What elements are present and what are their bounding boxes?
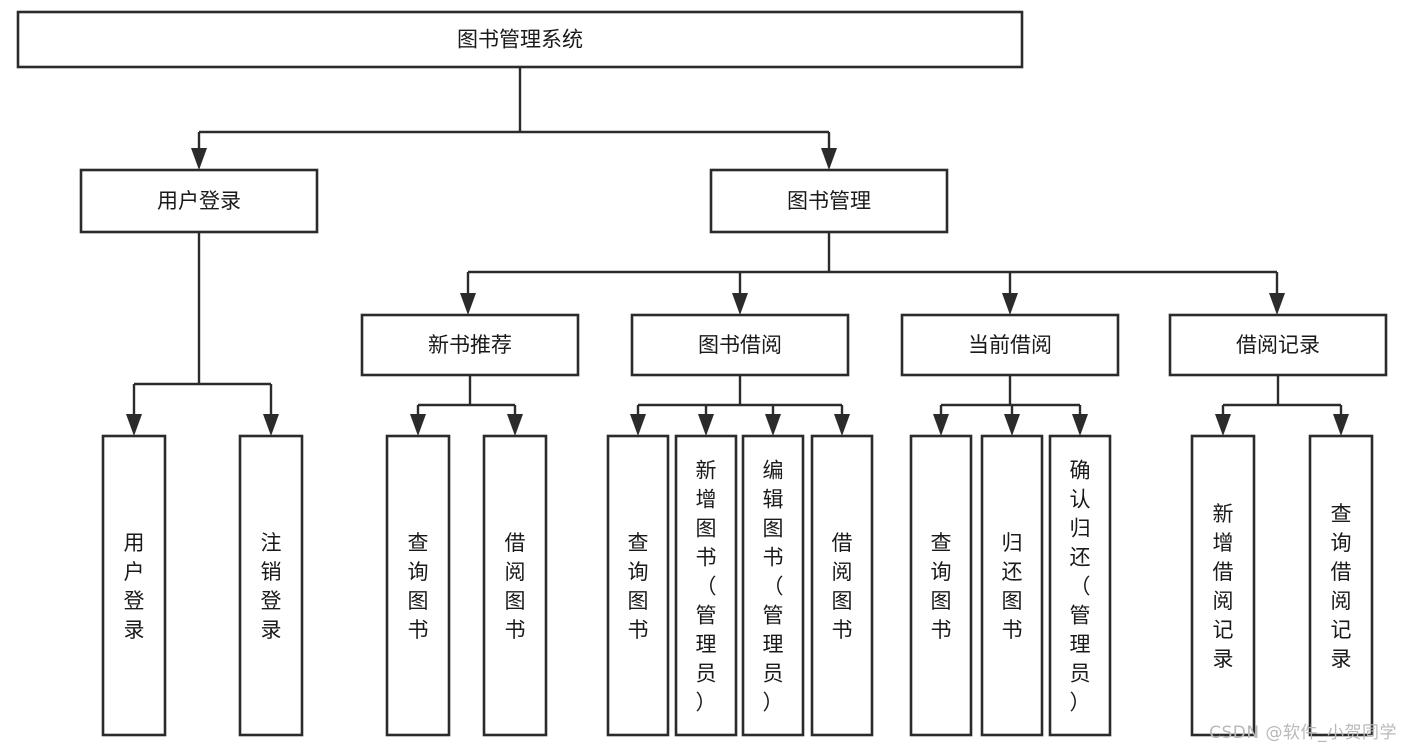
node-user-login[interactable]: 用户登录 xyxy=(79,168,319,234)
node-label: 借阅图书 xyxy=(832,531,853,642)
arrowhead-icon xyxy=(1002,293,1018,315)
node-label: 确认归还（管理员） xyxy=(1070,459,1091,715)
node-label: 新增借阅记录 xyxy=(1213,502,1234,671)
node-box-level2[interactable] xyxy=(709,168,949,234)
node-box-leaf[interactable] xyxy=(909,434,973,737)
node-box-leaf[interactable] xyxy=(101,434,167,737)
connector-root-to-level2 xyxy=(191,67,837,170)
node-leaf-query-book-borrow[interactable]: 查询图书 xyxy=(606,434,670,737)
arrowhead-icon xyxy=(698,414,714,436)
node-leaf-query-book-current[interactable]: 查询图书 xyxy=(909,434,973,737)
node-box-leaf[interactable] xyxy=(741,434,805,737)
arrowhead-icon xyxy=(1072,414,1088,436)
arrowhead-icon xyxy=(1004,414,1020,436)
node-root[interactable]: 图书管理系统 xyxy=(16,10,1024,69)
node-leaf-query-borrow-record[interactable]: 查询借阅记录 xyxy=(1308,434,1374,737)
node-box-leaf[interactable] xyxy=(606,434,670,737)
node-leaf-borrow-book-newbook[interactable]: 借阅图书 xyxy=(482,434,548,737)
connector-new-book-recommend-to-leaves xyxy=(410,375,523,436)
node-box-leaf[interactable] xyxy=(238,434,304,737)
arrowhead-icon xyxy=(732,293,748,315)
node-label: 借阅图书 xyxy=(505,531,526,642)
connector-user-login-to-leaves xyxy=(126,232,279,436)
arrowhead-icon xyxy=(821,148,837,170)
node-box-leaf[interactable] xyxy=(482,434,548,737)
node-leaf-add-borrow-record[interactable]: 新增借阅记录 xyxy=(1190,434,1256,737)
node-label: 图书管理 xyxy=(787,189,871,213)
node-leaf-query-book-newbook[interactable]: 查询图书 xyxy=(385,434,451,737)
node-leaf-logout-login[interactable]: 注销登录 xyxy=(238,434,304,737)
arrowhead-icon xyxy=(765,414,781,436)
arrowhead-icon xyxy=(834,414,850,436)
node-box-leaf[interactable] xyxy=(1190,434,1256,737)
node-box-root[interactable] xyxy=(16,10,1024,69)
node-box-level2[interactable] xyxy=(79,168,319,234)
node-leaf-user-login[interactable]: 用户登录 xyxy=(101,434,167,737)
arrowhead-icon xyxy=(1333,414,1349,436)
node-box-leaf[interactable] xyxy=(674,434,738,737)
node-label: 用户登录 xyxy=(124,531,145,642)
node-leaf-edit-book-admin[interactable]: 编辑图书（管理员） xyxy=(741,434,805,737)
node-box-leaf[interactable] xyxy=(980,434,1044,737)
arrowhead-icon xyxy=(126,414,142,436)
arrowhead-icon xyxy=(1215,414,1231,436)
arrowhead-icon xyxy=(263,414,279,436)
node-current-borrow[interactable]: 当前借阅 xyxy=(900,313,1120,377)
node-box-leaf[interactable] xyxy=(810,434,874,737)
arrowhead-icon xyxy=(410,414,426,436)
connector-book-borrow-to-leaves xyxy=(630,375,850,436)
node-label: 注销登录 xyxy=(261,531,282,642)
node-label: 查询借阅记录 xyxy=(1331,502,1352,671)
node-label: 查询图书 xyxy=(931,531,952,642)
node-label: 归还图书 xyxy=(1002,531,1023,642)
connector-book-management-to-level3 xyxy=(460,232,1285,315)
node-label: 查询图书 xyxy=(628,531,649,642)
node-box-leaf[interactable] xyxy=(1308,434,1374,737)
arrowhead-icon xyxy=(460,293,476,315)
node-book-management[interactable]: 图书管理 xyxy=(709,168,949,234)
node-borrow-record[interactable]: 借阅记录 xyxy=(1168,313,1388,377)
node-box-level3[interactable] xyxy=(360,313,580,377)
node-label: 图书借阅 xyxy=(698,333,782,357)
arrowhead-icon xyxy=(630,414,646,436)
node-leaf-confirm-return-admin[interactable]: 确认归还（管理员） xyxy=(1048,434,1112,737)
arrowhead-icon xyxy=(933,414,949,436)
node-new-book-recommend[interactable]: 新书推荐 xyxy=(360,313,580,377)
node-label: 查询图书 xyxy=(408,531,429,642)
node-book-borrow[interactable]: 图书借阅 xyxy=(630,313,850,377)
arrowhead-icon xyxy=(1269,293,1285,315)
connector-borrow-record-to-leaves xyxy=(1215,375,1349,436)
node-box-leaf[interactable] xyxy=(385,434,451,737)
node-label: 新书推荐 xyxy=(428,333,512,357)
connector-current-borrow-to-leaves xyxy=(933,375,1088,436)
watermark-label: CSDN @软件_小贺同学 xyxy=(1209,723,1397,743)
node-label: 新增图书（管理员） xyxy=(696,459,717,715)
node-label: 借阅记录 xyxy=(1236,333,1320,357)
node-box-leaf[interactable] xyxy=(1048,434,1112,737)
node-label: 编辑图书（管理员） xyxy=(763,459,784,715)
node-leaf-borrow-book[interactable]: 借阅图书 xyxy=(810,434,874,737)
node-leaf-add-book-admin[interactable]: 新增图书（管理员） xyxy=(674,434,738,737)
node-label: 用户登录 xyxy=(157,189,241,213)
node-box-level3[interactable] xyxy=(900,313,1120,377)
node-leaf-return-book[interactable]: 归还图书 xyxy=(980,434,1044,737)
arrowhead-icon xyxy=(507,414,523,436)
node-box-level3[interactable] xyxy=(630,313,850,377)
node-label: 当前借阅 xyxy=(968,333,1052,357)
node-label: 图书管理系统 xyxy=(457,28,583,52)
arrowhead-icon xyxy=(191,148,207,170)
node-box-level3[interactable] xyxy=(1168,313,1388,377)
